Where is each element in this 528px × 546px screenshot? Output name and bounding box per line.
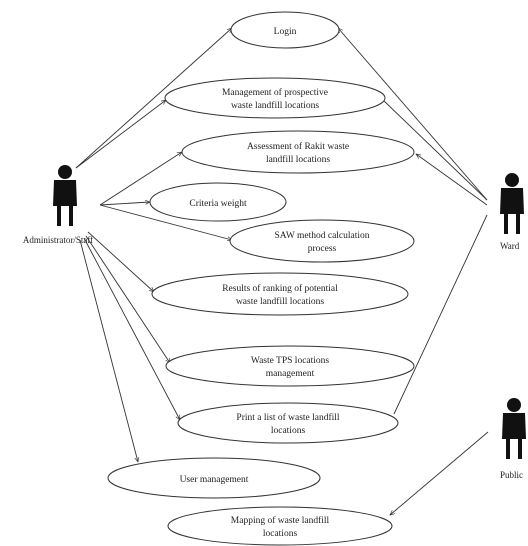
assoc-admin-management — [75, 100, 166, 169]
assoc-ward-login — [338, 28, 488, 201]
use-case-login-label: Login — [274, 27, 297, 37]
assoc-admin-login — [75, 28, 232, 169]
use-case-waste-tps[interactable]: Waste TPS locations management — [165, 345, 415, 387]
ward-associations — [338, 28, 488, 415]
use-case-login[interactable]: Login — [230, 11, 340, 49]
use-case-criteria-weight[interactable]: Criteria weight — [149, 182, 287, 222]
use-case-waste-tps-label-1: Waste TPS locations — [251, 356, 330, 366]
use-case-print-list-label-1: Print a list of waste landfill — [236, 412, 340, 423]
person-icon — [502, 398, 526, 459]
use-case-assessment-label-2: landfill locations — [266, 154, 330, 165]
assoc-admin-tps — [85, 235, 170, 363]
use-case-user-management[interactable]: User management — [107, 457, 321, 499]
use-case-user-management-label: User management — [180, 475, 249, 485]
use-case-waste-tps-label-2: management — [266, 369, 315, 379]
use-case-print-list[interactable]: Print a list of waste landfill locations — [177, 402, 399, 444]
assoc-admin-assessment — [99, 152, 182, 206]
use-case-assessment[interactable]: Assessment of Rakit waste landfill locat… — [181, 130, 415, 174]
admin-associations — [75, 28, 232, 462]
use-case-mapping-label-2: locations — [263, 529, 298, 539]
actor-admin-label: Administrator/Staff — [23, 235, 93, 245]
person-icon — [500, 173, 524, 234]
use-case-mapping-label-1: Mapping of waste landfill — [231, 515, 330, 526]
use-case-management-label-1: Management of prospective — [222, 87, 328, 98]
use-case-results-ranking[interactable]: Results of ranking of potential waste la… — [151, 272, 409, 316]
use-case-mapping[interactable]: Mapping of waste landfill locations — [167, 506, 393, 546]
assoc-admin-criteria — [99, 202, 150, 206]
use-case-criteria-weight-label: Criteria weight — [189, 199, 247, 209]
use-case-saw-method-label-2: process — [308, 244, 337, 254]
assoc-admin-results — [87, 231, 154, 292]
assoc-admin-print — [83, 237, 181, 420]
use-case-saw-method-label-1: SAW method calculation — [274, 231, 369, 241]
actor-public[interactable]: Public — [500, 398, 526, 480]
use-case-assessment-label-1: Assessment of Rakit waste — [247, 141, 349, 152]
actor-ward[interactable]: Ward — [500, 173, 524, 251]
assoc-public-mapping — [390, 431, 489, 515]
assoc-ward-assessment — [416, 154, 488, 206]
assoc-ward-print — [393, 214, 488, 415]
use-case-saw-method[interactable]: SAW method calculation process — [229, 219, 415, 263]
use-case-management-prospective[interactable]: Management of prospective waste landfill… — [164, 77, 386, 119]
assoc-admin-user-management — [79, 239, 138, 462]
assoc-admin-saw — [99, 204, 232, 240]
use-case-print-list-label-2: locations — [271, 426, 306, 436]
actor-admin[interactable]: Administrator/Staff — [23, 165, 93, 245]
use-case-results-ranking-label-2: waste landfill locations — [236, 296, 324, 307]
actor-ward-label: Ward — [500, 241, 520, 251]
actor-public-label: Public — [500, 470, 523, 480]
use-case-results-ranking-label-1: Results of ranking of potential — [222, 283, 338, 294]
use-case-management-label-2: waste landfill locations — [231, 100, 319, 111]
person-icon — [53, 165, 77, 226]
assoc-ward-management — [382, 99, 488, 201]
